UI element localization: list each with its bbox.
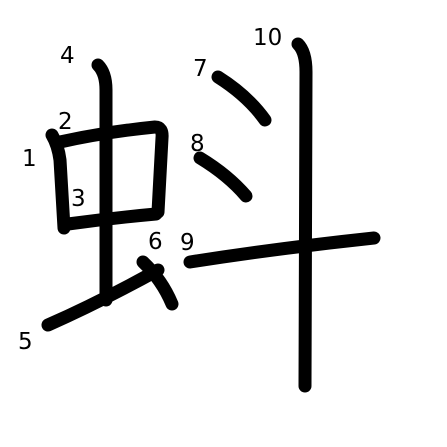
stroke-order-numbers: 1 2 3 4 5 6 7 8 9 10 xyxy=(18,25,282,355)
stroke-number-6: 6 xyxy=(148,229,163,255)
stroke-number-1: 1 xyxy=(22,146,37,172)
stroke-7 xyxy=(211,70,272,127)
stroke-6 xyxy=(136,255,179,311)
stroke-9 xyxy=(183,231,381,269)
stroke-number-5: 5 xyxy=(18,329,33,355)
stroke-number-7: 7 xyxy=(193,56,208,82)
stroke-8 xyxy=(193,151,253,203)
stroke-number-9: 9 xyxy=(180,230,195,256)
stroke-1 xyxy=(45,128,71,235)
stroke-10 xyxy=(291,37,313,393)
stroke-5 xyxy=(41,263,165,332)
stroke-4 xyxy=(91,58,113,307)
stroke-number-4: 4 xyxy=(60,43,75,69)
stroke-number-10: 10 xyxy=(253,25,282,51)
character-strokes xyxy=(41,37,381,393)
stroke-number-3: 3 xyxy=(71,186,86,212)
stroke-number-2: 2 xyxy=(58,109,73,135)
stroke-number-8: 8 xyxy=(190,131,205,157)
